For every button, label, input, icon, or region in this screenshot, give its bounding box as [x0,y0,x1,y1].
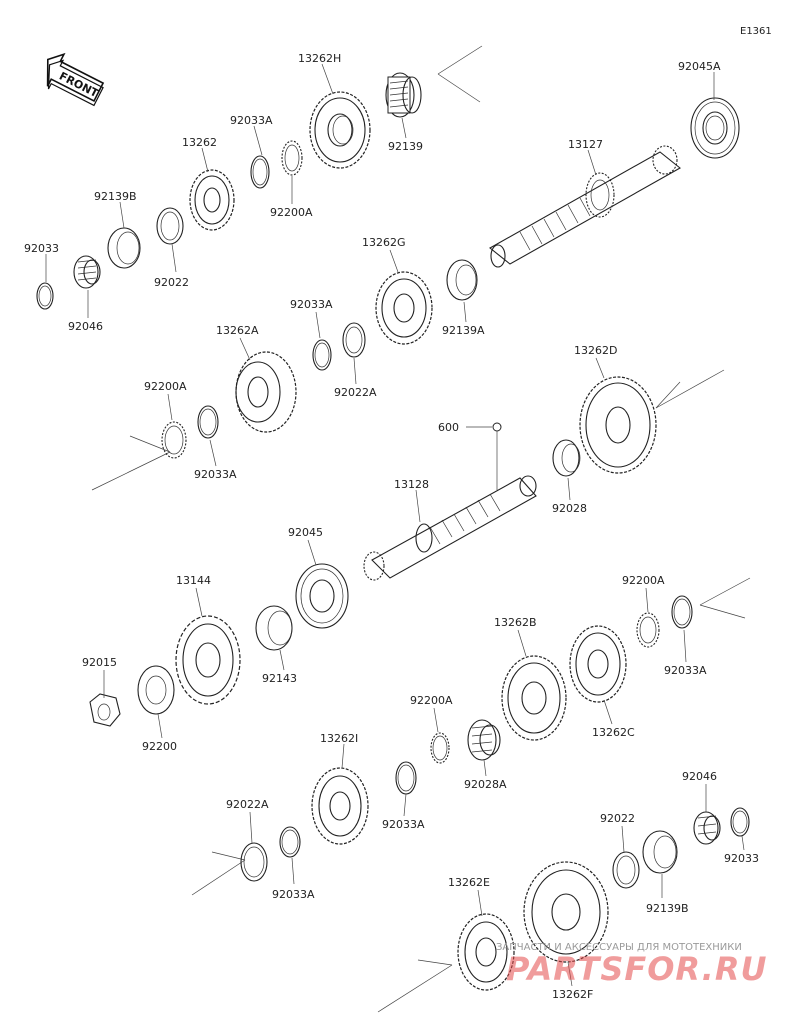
bearing-92139 [385,72,422,118]
label-13262B: 13262B [494,616,537,629]
label-13128: 13128 [394,478,429,491]
circlip-92033A-bottom [279,826,301,858]
shaft-13128 [363,475,537,581]
grease-marker-600 [466,422,502,490]
gear-13262B [501,655,567,741]
gear-13262G [375,271,433,345]
washer-92022A-bottom [240,842,268,882]
gear-13262I [311,767,369,845]
label-92033-2: 92033 [724,852,759,865]
gear-13262D [579,376,657,474]
circlip-92033A-right [671,595,693,629]
collar-92139B-bottom [642,830,678,874]
gear-13262H [309,91,371,169]
label-600: 600 [438,421,459,434]
watermark-brand: PARTSFOR.RU [506,950,767,988]
label-92046-2: 92046 [682,770,717,783]
sprocket-13144 [175,615,241,705]
gear-13262F [523,861,609,963]
label-92022A-2: 92022A [226,798,269,811]
washer-92200A-left [161,421,187,459]
label-92033A-6: 92033A [272,888,315,901]
label-92033-1: 92033 [24,242,59,255]
gear-13262 [189,169,235,231]
label-92015: 92015 [82,656,117,669]
label-92028: 92028 [552,502,587,515]
label-92139B-2: 92139B [646,902,689,915]
label-13262G: 13262G [362,236,406,249]
gear-13262E [457,913,515,991]
bearing-92028 [552,439,581,477]
label-92200A-2: 92200A [144,380,187,393]
label-92028A: 92028A [464,778,507,791]
label-92139: 92139 [388,140,423,153]
label-92022A-1: 92022A [334,386,377,399]
washer-92200A-right [636,612,660,648]
label-92033A-5: 92033A [382,818,425,831]
gear-13262C [569,625,627,703]
label-13262C: 13262C [592,726,635,739]
shaft-13127 [489,145,681,268]
bearing-92028A [467,719,501,761]
part-labels: 13262H 92045A 92033A 13262 92139 13127 9… [24,52,759,1001]
collar-92139A [446,259,478,301]
label-13262E: 13262E [448,876,490,889]
label-13127: 13127 [568,138,603,151]
bearing-92046-bottom [693,811,721,845]
label-13262H: 13262H [298,52,341,65]
label-92022-2: 92022 [600,812,635,825]
watermark-tagline: ЗАПЧАСТИ И АКСЕССУАРЫ ДЛЯ МОТОТЕХНИКИ [496,942,742,953]
label-92022-1: 92022 [154,276,189,289]
axis-lines [91,45,751,1013]
label-92200: 92200 [142,740,177,753]
label-13262: 13262 [182,136,217,149]
washer-92200A-lower [430,732,450,764]
label-92045: 92045 [288,526,323,539]
label-13144: 13144 [176,574,211,587]
collar-92143 [255,605,293,651]
washer-92022-top [156,207,184,245]
circlip-92033A-lower [395,761,417,795]
bearing-92045 [295,563,349,629]
label-92200A-4: 92200A [410,694,453,707]
label-92033A-1: 92033A [230,114,273,127]
circlip-92033A-top [250,155,270,189]
diagram-code: E1361 [740,26,772,37]
label-92045A: 92045A [678,60,721,73]
label-leaders [45,63,745,987]
label-92200A-1: 92200A [270,206,313,219]
front-arrow-icon: FRONT [46,52,105,107]
label-92033A-3: 92033A [194,468,237,481]
gear-13262A [235,351,297,433]
washer-92022A-mid [342,322,366,358]
bearing-92046-top [73,255,101,289]
collar-92139B-top [107,227,141,269]
bearing-92045A [690,97,740,159]
label-13262A: 13262A [216,324,259,337]
circlip-92033-top [36,282,54,310]
label-92033A-4: 92033A [664,664,707,677]
circlip-92033-bottom [730,807,750,837]
label-92200A-3: 92200A [622,574,665,587]
watermark: ЗАПЧАСТИ И АКСЕССУАРЫ ДЛЯ МОТОТЕХНИКИ PA… [496,942,767,988]
washer-92200A-top [281,140,303,176]
label-92139A: 92139A [442,324,485,337]
circlip-92033A-left [197,405,219,439]
washer-92022-bottom [612,851,640,889]
washer-92200A-mid [312,339,332,371]
label-13262F: 13262F [552,988,593,1001]
label-92139B-1: 92139B [94,190,137,203]
nut-92015 [89,693,121,727]
label-92046-1: 92046 [68,320,103,333]
label-92033A-2: 92033A [290,298,333,311]
label-13262D: 13262D [574,344,617,357]
label-92143: 92143 [262,672,297,685]
washer-92200 [137,665,175,715]
label-13262I: 13262I [320,732,358,745]
